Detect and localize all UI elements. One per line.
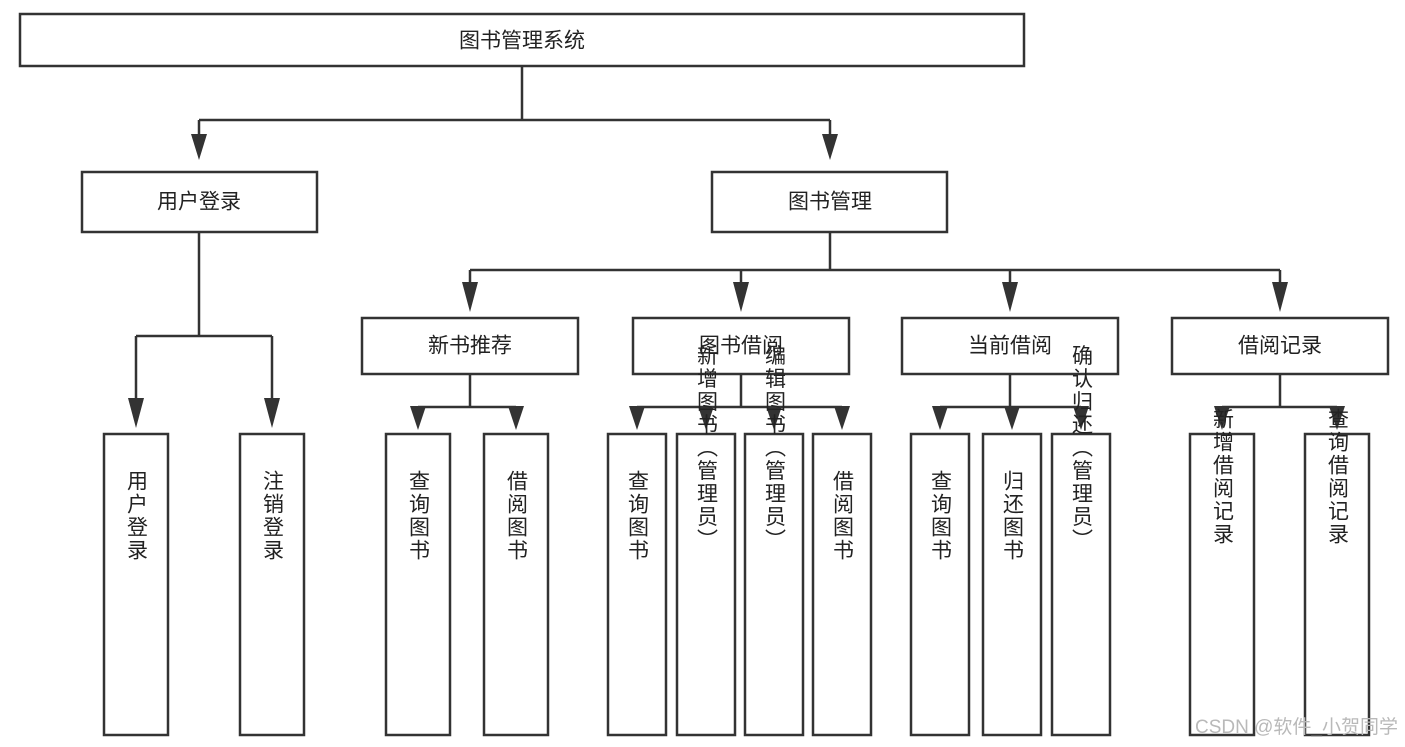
- node-new-book-rec[interactable]: 新书推荐: [360, 316, 580, 376]
- node-leaf-add-record-label: 新增借阅记录: [1211, 408, 1235, 546]
- connector-group-root: [191, 66, 838, 160]
- node-leaf-add-book-rect: [675, 432, 737, 737]
- node-leaf-confirm-return-label: 确认归还（管理员）: [1070, 345, 1094, 552]
- arrow-head-borrow-record: [1272, 282, 1288, 312]
- node-leaf-edit-book-rect: [743, 432, 805, 737]
- node-leaf-borrow-book-rec-label: 借阅图书: [505, 470, 529, 562]
- node-new-book-rec-rect: [360, 316, 580, 376]
- node-leaf-confirm-return-rect: [1050, 432, 1112, 737]
- node-leaf-query-book-bor[interactable]: 查询图书: [606, 432, 668, 737]
- arrow-head-new-book-rec: [462, 282, 478, 312]
- node-borrow-record-rect: [1170, 316, 1390, 376]
- node-user-login-rect: [80, 170, 319, 234]
- node-leaf-borrow-book-bor-label: 借阅图书: [831, 470, 855, 562]
- arrow-head-borrow-book-rec: [508, 406, 524, 430]
- node-current-borrow-rect: [900, 316, 1120, 376]
- node-leaf-borrow-book-bor[interactable]: 借阅图书: [811, 432, 873, 737]
- node-book-manage-rect: [710, 170, 949, 234]
- node-leaf-query-book-rec[interactable]: 查询图书: [384, 432, 452, 737]
- arrow-head-confirm-return: [1073, 406, 1089, 430]
- arrow-head-borrow-book-bor: [834, 406, 850, 430]
- arrow-head-add-book: [698, 406, 714, 430]
- node-book-borrow-label: 图书借阅: [699, 335, 783, 358]
- arrow-head-query-book-rec: [410, 406, 426, 430]
- node-leaf-return-book-rect: [981, 432, 1043, 737]
- node-current-borrow-label: 当前借阅: [968, 335, 1052, 358]
- node-leaf-query-book-cur-rect: [909, 432, 971, 737]
- node-leaf-query-book-cur[interactable]: 查询图书: [909, 432, 971, 737]
- watermark-label: CSDN @软件_小贺同学: [1195, 716, 1398, 738]
- node-leaf-user-login-rect: [102, 432, 170, 737]
- arrow-head-user-login: [191, 134, 207, 160]
- node-leaf-user-logout[interactable]: 注销登录: [238, 432, 306, 737]
- node-leaf-query-record[interactable]: 查询借阅记录: [1303, 408, 1371, 737]
- connector-group-new-book-rec: [410, 374, 524, 430]
- node-leaf-return-book[interactable]: 归还图书: [981, 432, 1043, 737]
- node-leaf-user-logout-label: 注销登录: [261, 470, 285, 562]
- node-leaf-add-record[interactable]: 新增借阅记录: [1188, 408, 1256, 737]
- node-user-login[interactable]: 用户登录: [80, 170, 319, 234]
- arrow-head-edit-book: [766, 406, 782, 430]
- arrow-head-query-book-bor: [629, 406, 645, 430]
- arrow-head-book-borrow: [733, 282, 749, 312]
- node-book-borrow[interactable]: 图书借阅: [631, 316, 851, 376]
- node-leaf-user-logout-rect: [238, 432, 306, 737]
- node-book-manage-label: 图书管理: [788, 191, 872, 214]
- node-leaf-add-book-label: 新增图书（管理员）: [695, 345, 719, 552]
- arrow-head-book-manage: [822, 134, 838, 160]
- node-leaf-query-book-rec-rect: [384, 432, 452, 737]
- node-leaf-borrow-book-rec[interactable]: 借阅图书: [482, 432, 550, 737]
- node-root[interactable]: 图书管理系统: [18, 12, 1026, 68]
- node-current-borrow[interactable]: 当前借阅: [900, 316, 1120, 376]
- node-leaf-query-book-rec-label: 查询图书: [407, 470, 431, 562]
- node-leaf-edit-book-label: 编辑图书（管理员）: [763, 345, 787, 552]
- node-book-borrow-rect: [631, 316, 851, 376]
- arrow-head-add-record: [1214, 406, 1230, 430]
- node-book-manage[interactable]: 图书管理: [710, 170, 949, 234]
- arrow-head-current-borrow: [1002, 282, 1018, 312]
- node-leaf-query-record-label: 查询借阅记录: [1326, 408, 1350, 546]
- node-leaf-user-login[interactable]: 用户登录: [102, 432, 170, 737]
- node-leaf-borrow-book-bor-rect: [811, 432, 873, 737]
- connector-group-user-login: [128, 232, 280, 428]
- connector-group-borrow-record: [1214, 374, 1345, 430]
- arrow-head-return-book: [1004, 406, 1020, 430]
- node-leaf-add-book[interactable]: 新增图书（管理员）: [675, 345, 737, 737]
- node-leaf-return-book-label: 归还图书: [1001, 470, 1025, 562]
- arrow-head-leaf-user-logout: [264, 398, 280, 428]
- arrow-head-query-record: [1329, 406, 1345, 430]
- arrow-head-query-book-cur: [932, 406, 948, 430]
- node-borrow-record[interactable]: 借阅记录: [1170, 316, 1390, 376]
- node-leaf-edit-book[interactable]: 编辑图书（管理员）: [743, 345, 805, 737]
- connector-group-current-borrow: [932, 374, 1089, 430]
- node-user-login-label: 用户登录: [157, 191, 241, 214]
- node-root-rect: [18, 12, 1026, 68]
- node-leaf-user-login-label: 用户登录: [125, 470, 149, 562]
- node-new-book-rec-label: 新书推荐: [428, 335, 512, 358]
- node-leaf-query-record-rect: [1303, 432, 1371, 737]
- node-leaf-add-record-rect: [1188, 432, 1256, 737]
- node-leaf-confirm-return[interactable]: 确认归还（管理员）: [1050, 345, 1112, 737]
- connector-group-book-manage: [462, 232, 1288, 312]
- node-root-label: 图书管理系统: [459, 30, 585, 53]
- node-leaf-query-book-cur-label: 查询图书: [929, 470, 953, 562]
- node-leaf-query-book-bor-rect: [606, 432, 668, 737]
- arrow-head-leaf-user-login: [128, 398, 144, 428]
- connector-group-book-borrow: [629, 374, 850, 430]
- node-borrow-record-label: 借阅记录: [1238, 335, 1322, 358]
- node-leaf-borrow-book-rec-rect: [482, 432, 550, 737]
- node-leaf-query-book-bor-label: 查询图书: [626, 470, 650, 562]
